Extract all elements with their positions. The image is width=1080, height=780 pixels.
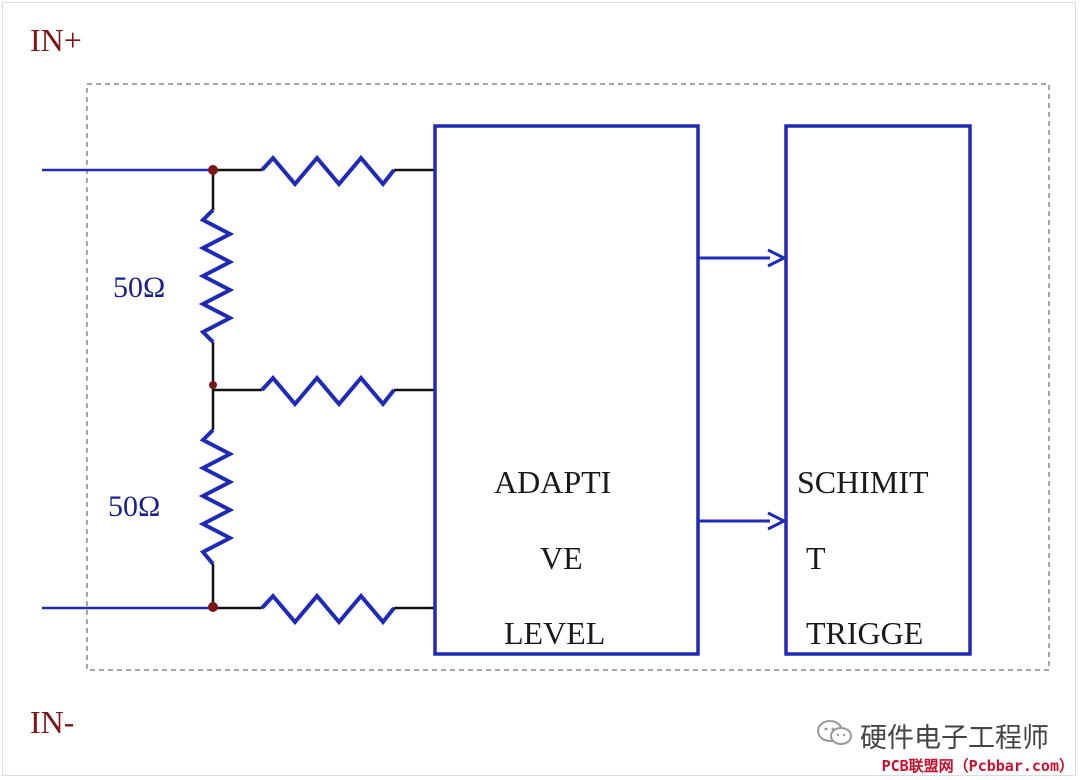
- adaptive-text-line-3: LEVEL: [504, 615, 606, 651]
- watermark-site: PCB联盟网（Pcbbar.com）: [881, 757, 1074, 775]
- in-minus-label: IN-: [30, 704, 75, 740]
- watermark-text: 硬件电子工程师: [860, 723, 1049, 754]
- junction-dot-top: [208, 165, 218, 175]
- adaptive-level-block: [433, 124, 700, 656]
- arrow-head-upper: [767, 248, 788, 268]
- resistor-top-value: 50Ω: [113, 271, 166, 304]
- series-resistor-bottom: [260, 592, 396, 626]
- arrow-head-lower: [767, 511, 788, 531]
- junction-dot-mid: [209, 381, 217, 389]
- dashed-boundary: [86, 83, 1050, 671]
- series-resistor-mid: [260, 374, 396, 408]
- adaptive-text-line-1: ADAPTI: [494, 464, 612, 500]
- schmitt-text-line-2: T: [806, 540, 826, 576]
- schmitt-text-line-3: TRIGGE: [806, 615, 924, 651]
- in-plus-label: IN+: [30, 22, 82, 58]
- resistor-bottom-value: 50Ω: [108, 490, 161, 523]
- wechat-icon: [817, 720, 852, 745]
- schmitt-trigger-block: [784, 124, 972, 656]
- schmitt-text-line-1: SCHIMIT: [797, 464, 929, 500]
- adaptive-text-line-2: VE: [540, 540, 583, 576]
- resistor-50ohm-bottom: [198, 428, 235, 566]
- resistor-50ohm-top: [198, 208, 235, 344]
- series-resistor-top: [260, 154, 396, 188]
- junction-dot-bottom: [208, 602, 218, 612]
